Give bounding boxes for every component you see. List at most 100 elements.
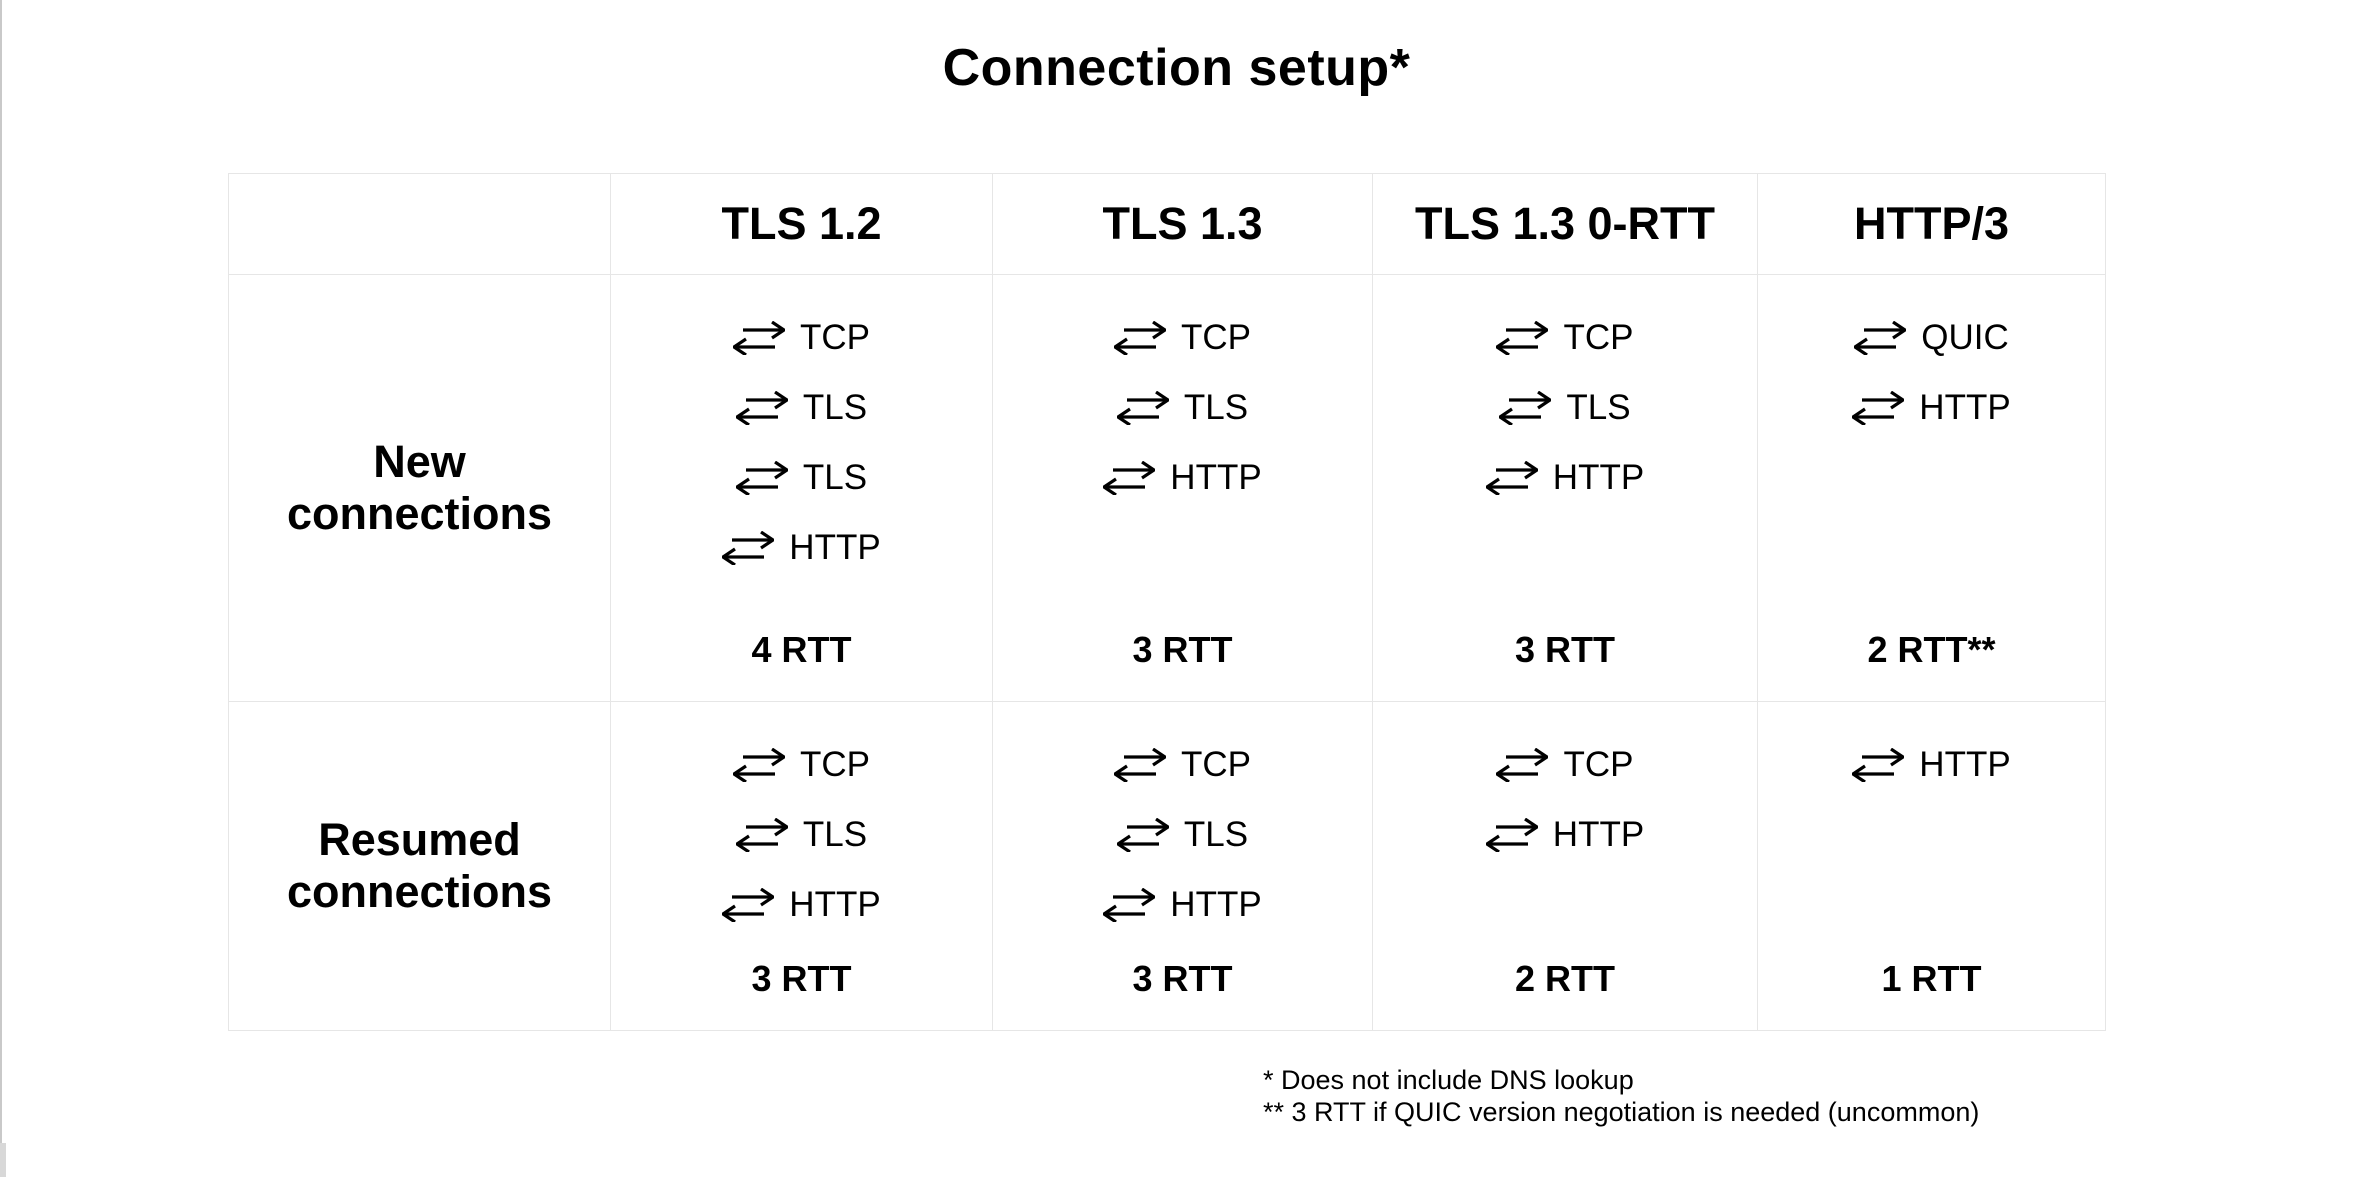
protocol-step: TCP — [1496, 744, 1633, 786]
protocol-label: TLS — [1566, 388, 1631, 427]
protocol-step: TLS — [735, 457, 868, 499]
page-edge-notch — [0, 1143, 6, 1177]
roundtrip-arrows-icon — [1852, 748, 1905, 782]
column-header-blank — [229, 174, 611, 275]
footnotes: * Does not include DNS lookup ** 3 RTT i… — [1263, 1064, 1979, 1128]
handshake-steps: HTTP — [1852, 744, 2011, 786]
protocol-label: TCP — [1180, 745, 1251, 784]
roundtrip-arrows-icon — [1485, 818, 1538, 852]
protocol-step: TCP — [732, 744, 870, 786]
roundtrip-arrows-icon — [722, 531, 775, 565]
rtt-total: 2 RTT** — [1867, 629, 1996, 670]
protocol-label: HTTP — [1552, 458, 1645, 497]
roundtrip-arrows-icon — [732, 321, 785, 355]
protocol-step: QUIC — [1854, 317, 2009, 359]
cell-resumed-tls13: TCP TLS HTTP 3 RTT — [993, 702, 1373, 1030]
handshake-steps: TCP TLS HTTP — [1103, 744, 1262, 926]
protocol-label: TCP — [1563, 318, 1634, 357]
handshake-steps: TCP TLS TLS HTTP — [722, 317, 881, 569]
roundtrip-arrows-icon — [1116, 818, 1169, 852]
connection-setup-table: TLS 1.2 TLS 1.3 TLS 1.3 0-RTT HTTP/3 New… — [228, 173, 2106, 1031]
protocol-label: TLS — [802, 458, 868, 497]
roundtrip-arrows-icon — [1116, 391, 1169, 425]
cell-new-tls13: TCP TLS HTTP 3 RTT — [993, 275, 1373, 702]
rtt-total: 1 RTT — [1881, 958, 1982, 999]
cell-new-http3: QUIC HTTP 2 RTT** — [1758, 275, 2105, 702]
rtt-total: 3 RTT — [1132, 629, 1233, 670]
protocol-step: HTTP — [722, 884, 881, 926]
protocol-step: HTTP — [1103, 457, 1262, 499]
protocol-label: TLS — [802, 388, 868, 427]
protocol-label: TLS — [802, 815, 868, 854]
protocol-label: TCP — [1180, 318, 1251, 357]
protocol-step: TLS — [1499, 387, 1631, 429]
protocol-step: TLS — [1116, 387, 1249, 429]
cell-resumed-tls13-0rtt: TCP HTTP 2 RTT — [1373, 702, 1758, 1030]
roundtrip-arrows-icon — [1499, 391, 1552, 425]
roundtrip-arrows-icon — [1496, 321, 1549, 355]
roundtrip-arrows-icon — [735, 391, 788, 425]
handshake-steps: QUIC HTTP — [1852, 317, 2011, 429]
protocol-label: TLS — [1183, 388, 1249, 427]
roundtrip-arrows-icon — [1103, 461, 1156, 495]
protocol-label: HTTP — [789, 885, 881, 924]
roundtrip-arrows-icon — [1113, 748, 1166, 782]
protocol-label: TCP — [799, 318, 870, 357]
handshake-steps: TCP TLS HTTP — [1485, 317, 1645, 499]
protocol-step: HTTP — [1852, 744, 2011, 786]
page-title: Connection setup* — [942, 39, 1411, 97]
roundtrip-arrows-icon — [722, 888, 775, 922]
roundtrip-arrows-icon — [1113, 321, 1166, 355]
cell-new-tls13-0rtt: TCP TLS HTTP 3 RTT — [1373, 275, 1758, 702]
roundtrip-arrows-icon — [1103, 888, 1156, 922]
roundtrip-arrows-icon — [1852, 391, 1905, 425]
cell-resumed-http3: HTTP 1 RTT — [1758, 702, 2105, 1030]
handshake-steps: TCP TLS HTTP — [722, 744, 881, 926]
roundtrip-arrows-icon — [732, 748, 785, 782]
page-edge-line — [0, 0, 2, 1177]
protocol-step: TCP — [1113, 744, 1251, 786]
column-header-tls13-0rtt: TLS 1.3 0-RTT — [1373, 174, 1758, 275]
protocol-step: TLS — [1116, 814, 1249, 856]
protocol-label: HTTP — [1919, 388, 2011, 427]
roundtrip-arrows-icon — [1854, 321, 1907, 355]
protocol-label: HTTP — [1170, 885, 1262, 924]
row-label-resumed-connections: Resumed connections — [229, 702, 611, 1030]
handshake-steps: TCP HTTP — [1485, 744, 1645, 856]
roundtrip-arrows-icon — [735, 818, 788, 852]
protocol-label: TCP — [799, 745, 870, 784]
handshake-steps: TCP TLS HTTP — [1103, 317, 1262, 499]
protocol-step: TLS — [735, 387, 868, 429]
protocol-label: HTTP — [789, 528, 881, 567]
rtt-total: 2 RTT — [1514, 958, 1615, 999]
protocol-step: TCP — [1113, 317, 1251, 359]
rtt-total: 4 RTT — [751, 629, 852, 670]
protocol-step: HTTP — [1485, 814, 1645, 856]
footnote-dns: * Does not include DNS lookup — [1263, 1065, 1634, 1095]
protocol-step: TCP — [732, 317, 870, 359]
column-header-http3: HTTP/3 — [1758, 174, 2105, 275]
protocol-step: HTTP — [722, 527, 881, 569]
cell-resumed-tls12: TCP TLS HTTP 3 RTT — [611, 702, 993, 1030]
roundtrip-arrows-icon — [1496, 748, 1549, 782]
row-label-new-connections: New connections — [229, 275, 611, 702]
protocol-label: TCP — [1563, 745, 1634, 784]
cell-new-tls12: TCP TLS TLS HTTP 4 RTT — [611, 275, 993, 702]
rtt-total: 3 RTT — [1514, 629, 1615, 670]
protocol-step: HTTP — [1103, 884, 1262, 926]
roundtrip-arrows-icon — [735, 461, 788, 495]
protocol-label: QUIC — [1921, 318, 2009, 357]
protocol-label: TLS — [1183, 815, 1249, 854]
column-header-tls12: TLS 1.2 — [611, 174, 993, 275]
rtt-total: 3 RTT — [751, 958, 852, 999]
protocol-label: HTTP — [1170, 458, 1262, 497]
protocol-step: HTTP — [1485, 457, 1645, 499]
roundtrip-arrows-icon — [1485, 461, 1538, 495]
protocol-step: TLS — [735, 814, 868, 856]
rtt-total: 3 RTT — [1132, 958, 1233, 999]
footnote-quic-negotiation: ** 3 RTT if QUIC version negotiation is … — [1263, 1097, 1980, 1127]
protocol-label: HTTP — [1919, 745, 2011, 784]
protocol-step: TCP — [1496, 317, 1633, 359]
column-header-tls13: TLS 1.3 — [993, 174, 1373, 275]
protocol-label: HTTP — [1552, 815, 1645, 854]
